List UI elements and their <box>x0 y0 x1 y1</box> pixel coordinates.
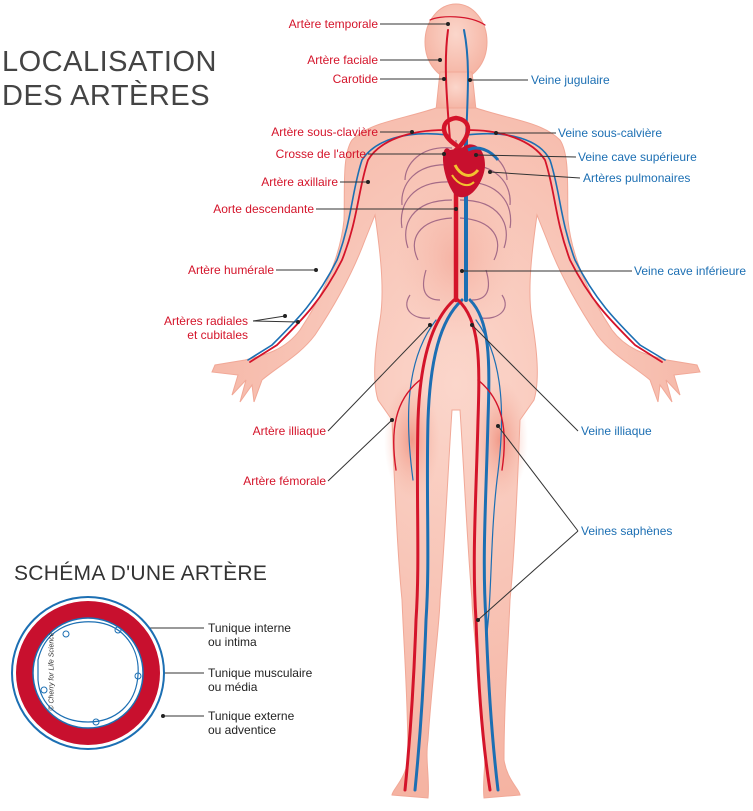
label-tunique-musculaire: Tunique musculaire <box>208 666 313 680</box>
credit-text: © Cherry for Life Science <box>48 632 56 711</box>
label-artere-axillaire: Artère axillaire <box>261 175 338 189</box>
label-veine-cave-inferieure: Veine cave inférieure <box>634 264 747 278</box>
artery-cross-section <box>11 596 165 750</box>
label-artere-faciale: Artère faciale <box>307 53 378 67</box>
label-tunique-externe: Tunique externe <box>208 709 295 723</box>
label-veine-sous-calviere: Veine sous-calvière <box>558 126 663 140</box>
schema-title: SCHÉMA D'UNE ARTÈRE <box>14 562 268 585</box>
label-aorte-descendante: Aorte descendante <box>213 202 314 216</box>
arteries <box>249 16 663 792</box>
page-title-line1: LOCALISATION <box>2 46 217 78</box>
leader-dots <box>116 22 500 718</box>
label-artere-sous-claviere: Artère sous-clavière <box>271 125 378 139</box>
label-veine-illiaque: Veine illiaque <box>581 424 652 438</box>
label-crosse-aorte: Crosse de l'aorte <box>275 147 366 161</box>
page-title-line2: DES ARTÈRES <box>2 80 211 112</box>
label-artere-temporale: Artère temporale <box>288 17 378 31</box>
label-arteres-pulmonaires: Artères pulmonaires <box>583 171 691 185</box>
label-tunique-interne: Tunique interne <box>208 621 291 635</box>
label-artere-humerale: Artère humérale <box>187 263 274 277</box>
label-veine-jugulaire: Veine jugulaire <box>531 73 610 87</box>
label-arteres-radiales: Artères radiales <box>163 314 248 328</box>
veins <box>247 29 666 792</box>
leader-lines <box>118 23 632 717</box>
label-carotide: Carotide <box>332 72 378 86</box>
label-artere-femorale: Artère fémorale <box>243 474 326 488</box>
label-artere-illiaque: Artère illiaque <box>252 424 326 438</box>
label-veines-saphenes: Veines saphènes <box>581 524 673 538</box>
heart <box>443 144 500 198</box>
label-ou-intima: ou intima <box>208 635 257 649</box>
label-ou-media: ou média <box>208 680 258 694</box>
label-et-cubitales: et cubitales <box>187 328 248 342</box>
label-ou-adventice: ou adventice <box>208 723 277 737</box>
label-veine-cave-superieure: Veine cave supérieure <box>578 150 697 164</box>
